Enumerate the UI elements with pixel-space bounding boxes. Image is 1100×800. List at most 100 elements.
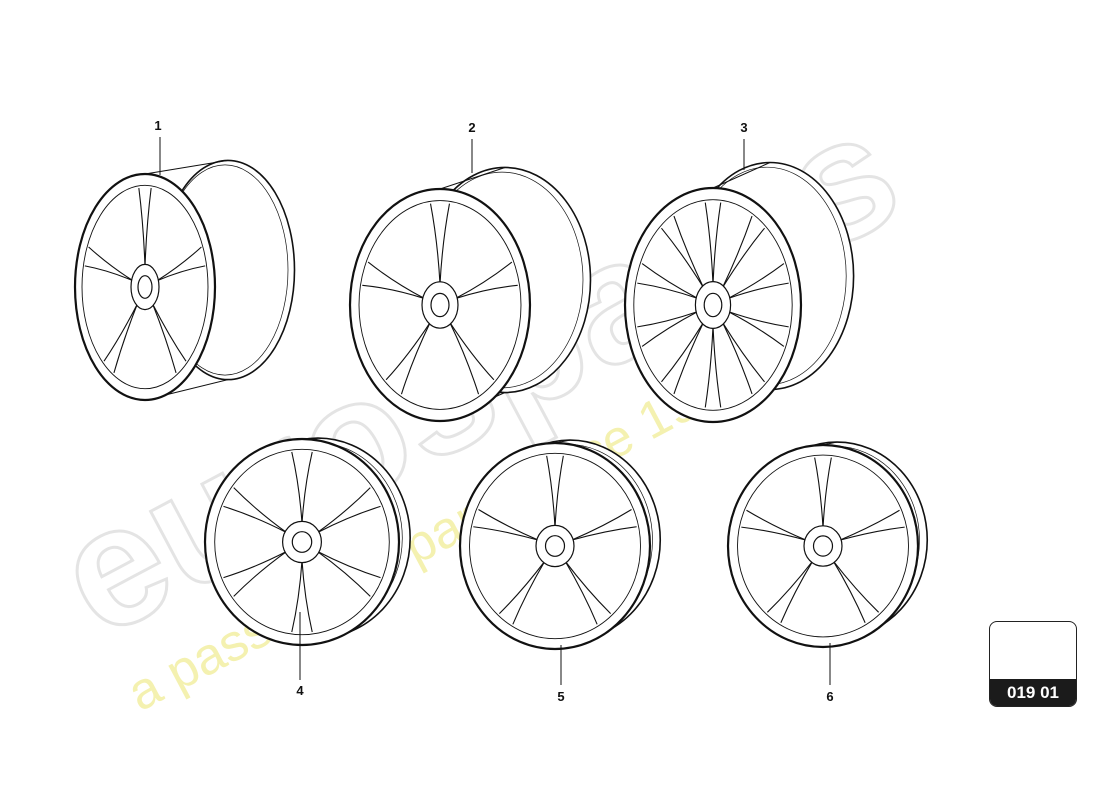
spoke (832, 560, 880, 613)
wheel-3 (623, 161, 855, 424)
spoke (429, 203, 441, 285)
spoke (316, 550, 381, 579)
spoke (727, 311, 785, 347)
spoke (151, 303, 177, 374)
wheel-2 (348, 166, 592, 423)
spoke (822, 457, 832, 528)
spoke (721, 227, 765, 289)
spoke (316, 550, 371, 597)
spoke (564, 560, 612, 615)
callout-4[interactable]: 4 (296, 683, 304, 698)
spoke (88, 246, 134, 282)
spoke (673, 215, 705, 289)
spoke (721, 215, 753, 289)
spoke (637, 310, 699, 328)
spoke (746, 509, 807, 541)
spoke (301, 451, 313, 524)
spoke (449, 321, 480, 395)
spoke (712, 202, 722, 284)
spoke (316, 505, 381, 534)
spoke (156, 265, 206, 282)
hub (282, 520, 323, 564)
wheel-6 (726, 441, 929, 649)
spoke (571, 526, 637, 541)
wheel-1 (73, 159, 296, 402)
barrel-edge (144, 159, 229, 175)
spoke (673, 321, 705, 395)
center-bore (430, 292, 450, 318)
spoke (233, 487, 288, 534)
spoke (727, 310, 789, 328)
wheel-4 (203, 437, 411, 647)
spoke (814, 457, 824, 528)
spoke (103, 303, 139, 362)
spoke (223, 550, 288, 579)
spoke (367, 261, 425, 300)
spoke (113, 303, 139, 374)
wheel-5 (458, 439, 662, 651)
spoke (385, 321, 431, 381)
rim-lip (81, 184, 209, 390)
spoke (291, 560, 303, 633)
center-bore (812, 535, 834, 557)
spoke (498, 560, 546, 615)
spoke (704, 326, 714, 408)
center-bore (703, 292, 723, 318)
hub (803, 525, 843, 567)
spoke (316, 487, 371, 534)
spoke (564, 560, 598, 625)
callout-3[interactable]: 3 (740, 120, 748, 135)
callout-1[interactable]: 1 (154, 118, 162, 133)
spoke (704, 202, 714, 284)
spoke (512, 560, 546, 625)
spoke (138, 187, 146, 267)
spoke (766, 560, 814, 613)
rim-lip (469, 452, 641, 640)
spoke (455, 284, 518, 300)
spoke (156, 246, 202, 282)
spoke (478, 509, 539, 541)
hub (694, 281, 732, 330)
spoke (721, 321, 753, 395)
rim-lip (633, 199, 793, 411)
spoke (661, 321, 705, 383)
spoke (727, 282, 789, 300)
page-reference-code: 019 01 (990, 679, 1076, 706)
callout-5[interactable]: 5 (557, 689, 565, 704)
center-bore (544, 535, 566, 557)
spoke (637, 282, 699, 300)
spoke (291, 451, 303, 524)
spoke (233, 550, 288, 597)
spoke (301, 560, 313, 633)
rim-lip (737, 454, 909, 638)
spoke (839, 526, 905, 541)
barrel-edge (439, 167, 506, 190)
callout-6[interactable]: 6 (826, 689, 834, 704)
callout-2[interactable]: 2 (468, 120, 476, 135)
spoke (449, 321, 495, 381)
spoke (641, 263, 699, 299)
spoke (780, 560, 814, 623)
spoke (641, 311, 699, 347)
spoke (473, 526, 539, 541)
spoke (223, 505, 288, 534)
spoke (439, 203, 451, 285)
spoke (546, 455, 556, 528)
spoke (712, 326, 722, 408)
hub (421, 281, 459, 329)
hub (130, 263, 160, 311)
page-reference-badge: 019 01 (989, 621, 1077, 707)
rim-lip (214, 448, 390, 636)
spoke (839, 509, 900, 541)
barrel-edge (712, 162, 771, 189)
spoke (455, 261, 513, 300)
center-bore (291, 531, 313, 553)
spoke (571, 509, 632, 541)
spoke (727, 263, 785, 299)
spoke (554, 455, 564, 528)
spoke (151, 303, 187, 362)
spoke (84, 265, 134, 282)
spoke (741, 526, 807, 541)
spoke (661, 227, 705, 289)
